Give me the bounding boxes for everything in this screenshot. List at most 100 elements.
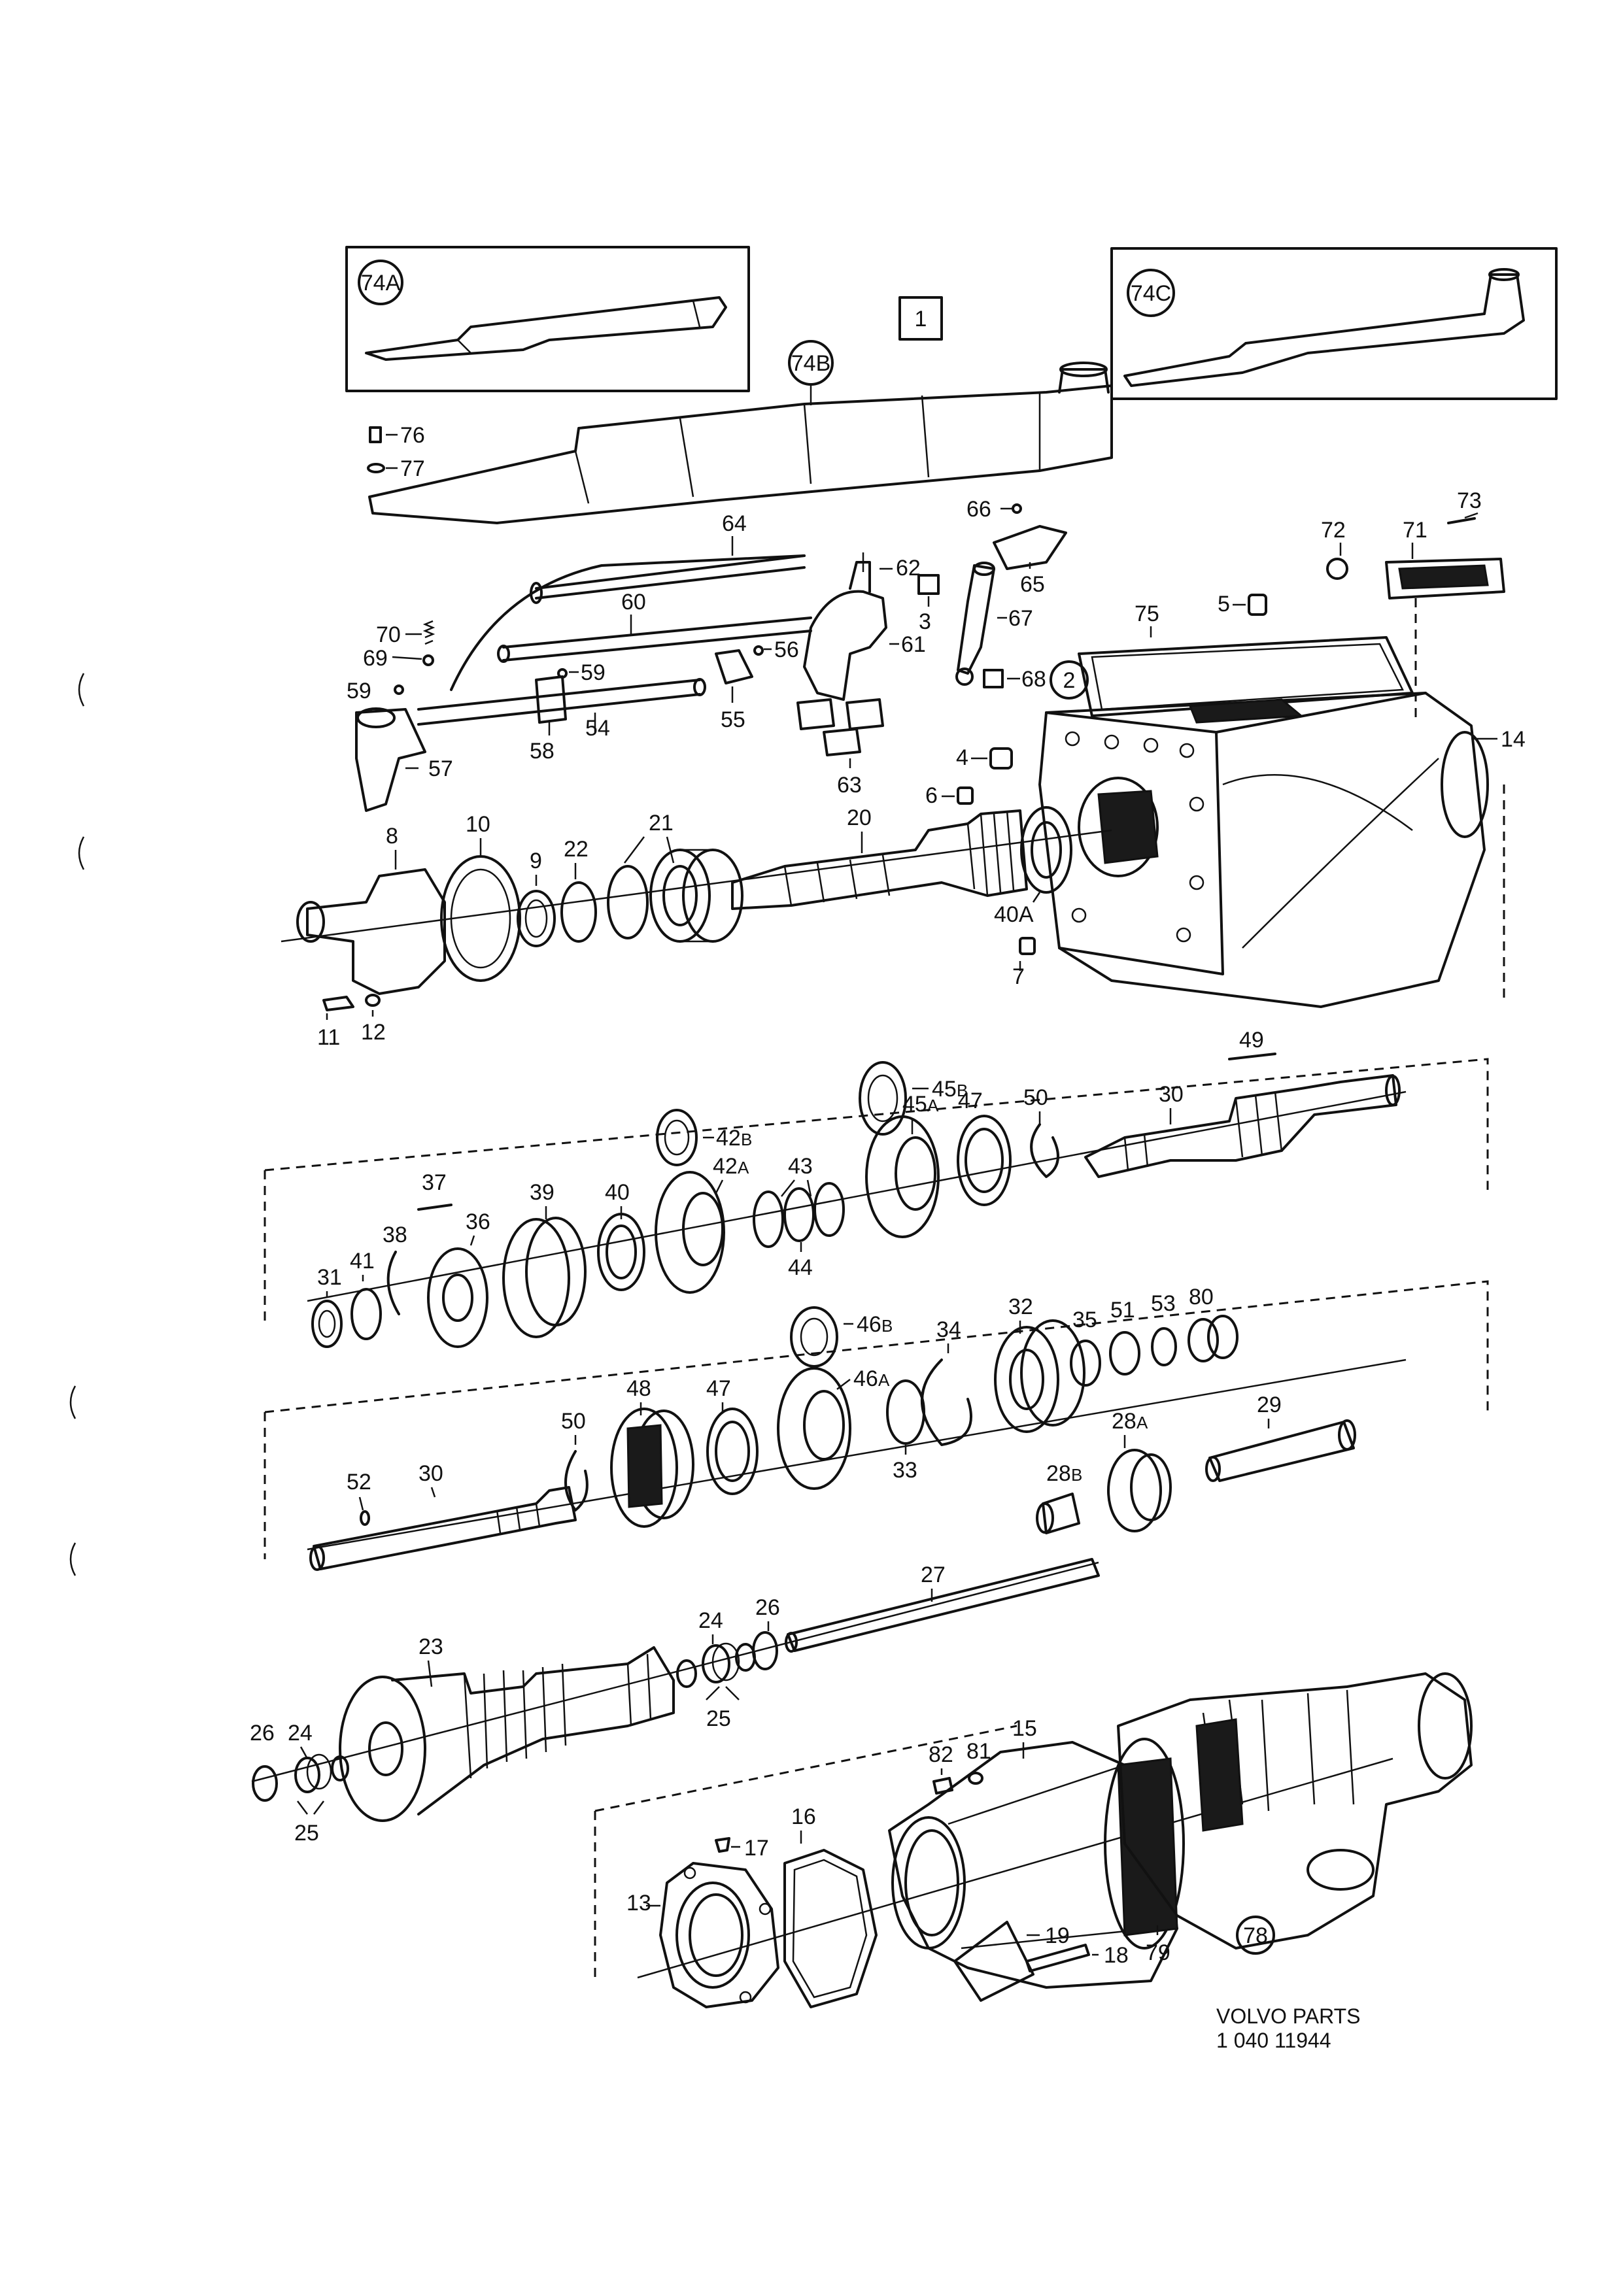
part-number-label: 24 <box>288 1721 313 1746</box>
part-number-label: 69 <box>363 646 388 671</box>
bolt-76: 76 <box>369 423 425 448</box>
part-number-label: 60 <box>621 590 646 615</box>
svg-text:1 040 11944: 1 040 11944 <box>1216 2029 1331 2052</box>
plugs-4-6-7: 4 6 7 <box>925 745 1036 989</box>
pads-63: 63 <box>796 698 884 798</box>
part-number-label: 59 <box>581 660 606 685</box>
part-number-label: 47 <box>958 1089 983 1113</box>
part-number-label: 39 <box>530 1180 555 1205</box>
part-number-label: 42 <box>716 1126 741 1151</box>
part-number-label: 50 <box>1023 1085 1048 1110</box>
part-number-label: 47 <box>706 1376 731 1401</box>
part-number-label: 10 <box>466 812 490 837</box>
part-number-label: 80 <box>1189 1285 1214 1309</box>
shift-rails: 64 60 54 <box>417 511 812 741</box>
cover-plate-71-73: 73 72 71 <box>1321 488 1505 599</box>
gearbox-housing-14: 14 <box>1038 692 1526 1008</box>
label-74c: 74C <box>1131 281 1171 306</box>
box-label-1: 1 <box>898 296 943 341</box>
part-number-label: 14 <box>1501 727 1526 752</box>
mainshaft-row-upper: 49 30 50 47 45 A 45 B 42 B 43 <box>264 1028 1489 1348</box>
svg-text:1: 1 <box>915 307 927 331</box>
part-number-label: 18 <box>1104 1943 1129 1968</box>
part-number-label: 7 <box>1012 964 1025 989</box>
part-number-label: 30 <box>419 1461 443 1486</box>
part-number-label: 37 <box>422 1170 447 1195</box>
screw-59: 59 <box>557 660 606 685</box>
part-number-label: 52 <box>347 1470 371 1494</box>
part-variant-suffix: A <box>927 1096 939 1115</box>
part-number-label: 73 <box>1457 488 1482 513</box>
part-number-label: 67 <box>1008 606 1033 631</box>
part-number-label: 36 <box>466 1209 490 1234</box>
binding-marks <box>69 673 85 1576</box>
svg-text:VOLVO PARTS: VOLVO PARTS <box>1216 2004 1361 2028</box>
detent-spring-70-69: 70 69 59 <box>347 620 436 703</box>
part-number-label: 81 <box>966 1739 991 1764</box>
input-shaft-row: 8 10 9 22 21 20 40A <box>281 805 1112 1050</box>
part-number-label: 51 <box>1110 1298 1135 1323</box>
part-number-label: 6 <box>925 783 938 808</box>
part-number-label: 26 <box>755 1595 780 1620</box>
part-number-label: 32 <box>1008 1294 1033 1319</box>
part-number-label: 64 <box>722 511 747 536</box>
part-number-label: 44 <box>788 1255 813 1280</box>
cover-74b: 74B <box>368 340 1113 524</box>
rear-housing-row: 13 17 16 15 82 81 19 18 <box>594 1672 1473 2008</box>
part-number-label: 65 <box>1020 572 1045 597</box>
part-number-label: 61 <box>901 632 926 657</box>
part-number-label: 56 <box>774 637 799 662</box>
part-variant-suffix: A <box>738 1158 749 1177</box>
part-number-label: 35 <box>1072 1308 1097 1332</box>
part-number-label: 62 <box>896 556 921 581</box>
part-variant-suffix: A <box>1136 1413 1148 1432</box>
inset-74a: 74A <box>345 246 750 392</box>
part-number-label: 66 <box>966 497 991 522</box>
part-number-label: 22 <box>564 837 589 862</box>
part-number-label: 12 <box>361 1020 386 1045</box>
circled-label-78: 78 <box>1243 1923 1268 1948</box>
label-74a: 74A <box>361 271 401 295</box>
part-number-label: 48 <box>626 1376 651 1401</box>
part-number-label: 15 <box>1012 1716 1037 1741</box>
part-number-label: 11 <box>317 1025 340 1050</box>
dog-55-56: 56 55 <box>715 637 799 732</box>
part-number-label: 76 <box>400 423 425 448</box>
part-number-label: 3 <box>919 609 931 634</box>
part-number-label: 5 <box>1218 592 1230 616</box>
part-number-label: 17 <box>744 1836 769 1861</box>
part-number-label: 13 <box>626 1891 651 1916</box>
part-number-label: 34 <box>936 1317 961 1342</box>
circled-label-2: 2 <box>1063 668 1076 693</box>
part-number-label: 29 <box>1257 1393 1282 1417</box>
svg-text:74B: 74B <box>791 351 831 376</box>
part-number-label: 82 <box>929 1742 953 1767</box>
shift-fork-61: 62 61 <box>803 552 926 701</box>
part-number-label: 23 <box>419 1634 443 1659</box>
part-number-label: 20 <box>847 805 872 830</box>
countershaft-row: 27 26 24 25 23 26 24 25 <box>250 1558 1100 1846</box>
part-number-label: 79 <box>1146 1940 1170 1965</box>
part-variant-suffix: B <box>1071 1465 1082 1485</box>
part-number-label: 9 <box>530 849 542 873</box>
part-number-label: 26 <box>250 1721 275 1746</box>
part-number-label: 63 <box>837 773 862 798</box>
part-number-label: 27 <box>921 1562 946 1587</box>
part-number-label: 24 <box>698 1608 723 1633</box>
part-number-label: 30 <box>1159 1082 1184 1107</box>
lever-67-3: 3 67 68 2 <box>917 562 1089 700</box>
part-variant-suffix: A <box>878 1370 890 1390</box>
part-number-label: 19 <box>1045 1923 1070 1948</box>
part-number-label: 16 <box>791 1804 816 1829</box>
part-number-label: 70 <box>376 622 401 647</box>
part-number-label: 72 <box>1321 518 1346 543</box>
part-number-label: 45 <box>932 1077 957 1102</box>
shift-fork-57: 57 <box>355 707 453 812</box>
part-number-label: 46 <box>853 1366 878 1391</box>
part-number-label: 71 <box>1403 518 1427 543</box>
part-number-label: 59 <box>347 679 371 703</box>
lever-65-66: 66 65 <box>966 497 1067 597</box>
part-number-label: 21 <box>649 811 674 836</box>
part-number-label: 50 <box>561 1409 586 1434</box>
part-number-label: 28 <box>1046 1461 1071 1486</box>
